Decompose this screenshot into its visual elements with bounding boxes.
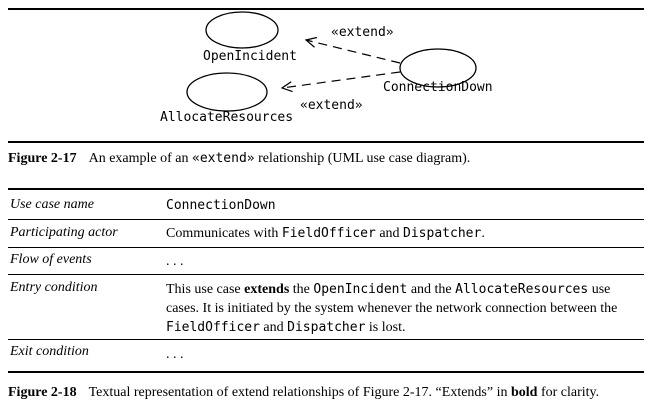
use-case-connection-down-ellipse	[399, 48, 477, 88]
actor-field-officer: FieldOfficer	[166, 320, 260, 335]
text: and	[259, 320, 288, 335]
actor-dispatcher: Dispatcher	[287, 320, 366, 335]
figure-17-text-before: An example of an	[88, 151, 192, 166]
text: and the	[407, 282, 456, 297]
table-bottom-rule	[8, 371, 644, 373]
figure-17-keyword: «extend»	[192, 151, 255, 166]
row-value-exit-condition: . . .	[166, 347, 184, 362]
use-case-open-incident-ellipse	[205, 11, 279, 49]
use-case-ref-allocate-resources: AllocateResources	[455, 282, 589, 297]
extend-arrow-open-incident	[306, 40, 401, 64]
use-case-ref-open-incident: OpenIncident	[313, 282, 408, 297]
figure-18-number: Figure 2-18	[8, 385, 77, 400]
text: the	[289, 282, 314, 297]
text: is lost.	[365, 320, 406, 335]
figure-17-number: Figure 2-17	[8, 151, 77, 166]
figure-18-caption: Figure 2-18 Textual representation of ext…	[8, 385, 599, 401]
row-value-flow-of-events: . . .	[166, 254, 184, 269]
figure-18-bold-word: bold	[510, 385, 538, 400]
figure-18-text-before: Textual representation of extend relatio…	[88, 385, 511, 400]
row-label-entry-condition: Entry condition	[10, 280, 98, 295]
row-divider	[8, 339, 644, 340]
figure-17-caption: Figure 2-17 An example of an «extend» rel…	[8, 151, 470, 167]
use-case-allocate-resources-ellipse	[186, 72, 268, 112]
allocate-resources-label: AllocateResources	[160, 110, 294, 125]
actor-dispatcher: Dispatcher	[403, 226, 482, 241]
row-value-entry-condition: This use case extends the OpenIncident a…	[166, 280, 638, 337]
diagram-svg	[186, 11, 477, 112]
table-top-rule	[8, 188, 644, 190]
figure-18-text-after: for clarity.	[537, 385, 600, 400]
row-label-exit-condition: Exit condition	[10, 344, 89, 359]
row-value-use-case-name: ConnectionDown	[166, 198, 276, 213]
figure-17-rule	[8, 141, 644, 143]
row-value-participating-actor: Communicates with FieldOfficer and Dispa…	[166, 224, 634, 243]
row-label-participating-actor: Participating actor	[10, 225, 118, 240]
row-label-use-case-name: Use case name	[10, 197, 94, 212]
connection-down-label: ConnectionDown	[383, 80, 493, 95]
extends-keyword: extends	[244, 282, 290, 297]
text: This use case	[166, 282, 245, 297]
use-case-diagram: OpenIncident ConnectionDown AllocateReso…	[0, 0, 652, 135]
row-divider	[8, 274, 644, 275]
open-incident-label: OpenIncident	[203, 49, 297, 64]
row-divider	[8, 247, 644, 248]
text: .	[481, 226, 485, 241]
text: Communicates with	[166, 226, 282, 241]
row-divider	[8, 219, 644, 220]
top-rule	[8, 8, 644, 10]
actor-field-officer: FieldOfficer	[281, 226, 376, 241]
text: use cases. It is initiated by the system…	[166, 282, 618, 316]
extend-arrow-allocate-resources	[282, 71, 401, 88]
figure-17-text-after: relationship (UML use case diagram).	[254, 151, 471, 166]
extend-label-top: «extend»	[331, 25, 394, 40]
text: and	[375, 226, 404, 241]
extend-label-bottom: «extend»	[300, 98, 363, 113]
row-label-flow-of-events: Flow of events	[10, 252, 92, 267]
